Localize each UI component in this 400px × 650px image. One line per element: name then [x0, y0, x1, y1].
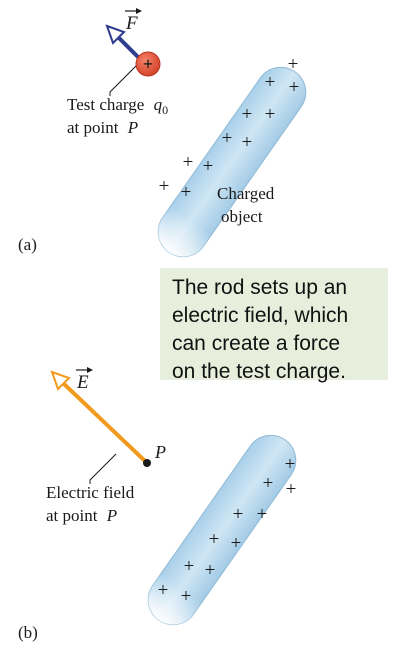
field-label-point-text: at point — [46, 506, 98, 525]
rod-b-plus-3: + — [286, 479, 297, 500]
rod-b-plus-1: + — [285, 454, 296, 475]
test-charge-subscript: 0 — [162, 103, 168, 117]
test-charge-point-symbol: P — [127, 118, 138, 137]
rod-b-plus-7: + — [231, 533, 242, 554]
field-vector — [52, 372, 146, 462]
rod-b-plus-11: + — [181, 586, 192, 607]
test-charge-label-line2: at point P — [67, 118, 138, 137]
rod-a-plus-10: + — [159, 176, 170, 197]
field-label-leader — [90, 454, 116, 484]
force-symbol: F — [125, 8, 142, 34]
rod-a-plus-3: + — [289, 77, 300, 98]
rod-b-plus-5: + — [257, 504, 268, 525]
point-p-dot — [143, 459, 151, 467]
charged-object-label-line2: object — [221, 207, 263, 226]
field-symbol: E — [76, 367, 93, 393]
rod-b-plus-6: + — [209, 529, 220, 550]
rod-b-plus-9: + — [205, 560, 216, 581]
rod-a-plus-9: + — [183, 152, 194, 173]
test-charge-label-text: Test charge — [67, 95, 144, 114]
rod-a-plus-7: + — [242, 132, 253, 153]
test-charge: + — [136, 52, 160, 76]
field-label-line2: at point P — [46, 506, 117, 525]
rod-b-plus-4: + — [233, 504, 244, 525]
point-p-label: P — [154, 442, 166, 462]
test-charge-label-line1: Test charge q0 — [67, 95, 168, 117]
charged-object-label-line1: Charged — [217, 184, 275, 203]
field-label-point-symbol: P — [106, 506, 117, 525]
callout-line-4: on the test charge. — [172, 358, 380, 386]
rod-a-plus-1: + — [288, 54, 299, 75]
rod-a-plus-2: + — [265, 72, 276, 93]
callout-line-1: The rod sets up an — [172, 274, 380, 302]
test-charge-sign: + — [143, 54, 153, 74]
field-symbol-letter: E — [76, 372, 89, 393]
rod-a-plus-8: + — [203, 156, 214, 177]
rod-b-plus-8: + — [184, 556, 195, 577]
field-label-line1: Electric field — [46, 483, 135, 502]
rod-a-plus-4: + — [242, 104, 253, 125]
callout-line-2: electric field, which — [172, 302, 380, 330]
callout-line-3: can create a force — [172, 330, 380, 358]
rod-a-plus-6: + — [222, 128, 233, 149]
panel-a-label: (a) — [18, 235, 37, 254]
panel-b-label: (b) — [18, 623, 38, 642]
rod-b-plus-2: + — [263, 473, 274, 494]
panel-b: + + + + + + + + + + + E P Electric field at point … — [18, 367, 306, 642]
panel-a: +++++++++++ F + Test charge q0 at point … — [18, 8, 316, 266]
test-charge-leader — [110, 66, 136, 96]
rod-a-plus-11: + — [181, 182, 192, 203]
explanation-callout: The rod sets up an electric field, which… — [160, 268, 388, 380]
force-symbol-letter: F — [125, 13, 138, 34]
rod-a-plus-5: + — [265, 104, 276, 125]
rod-b-plus-10: + — [158, 580, 169, 601]
test-charge-point-text: at point — [67, 118, 119, 137]
